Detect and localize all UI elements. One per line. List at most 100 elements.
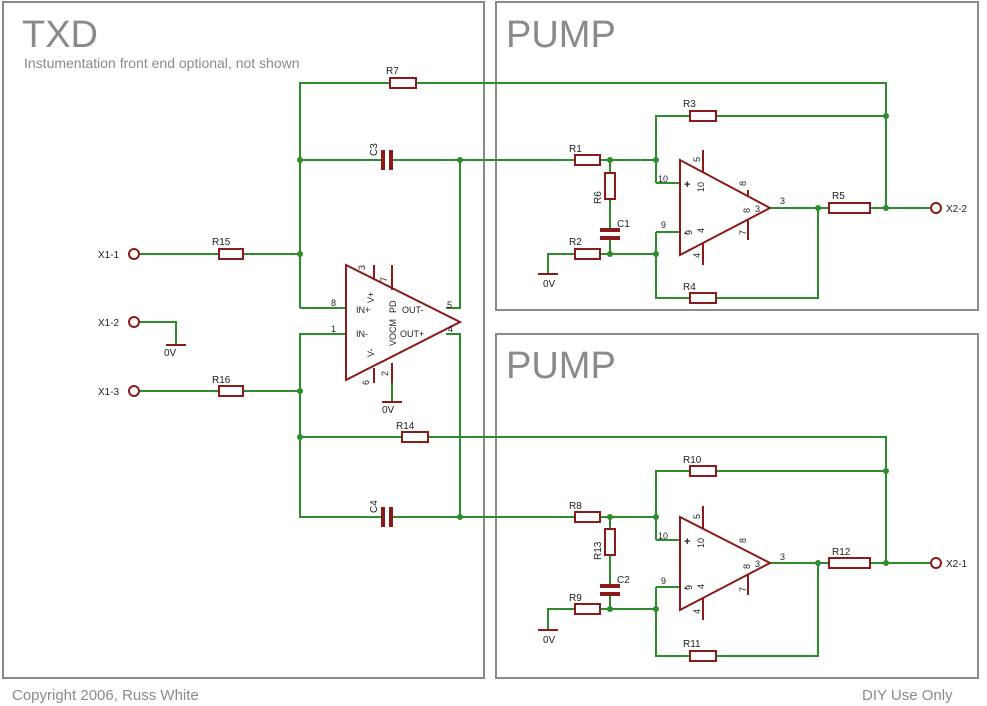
svg-text:10: 10 — [658, 174, 668, 184]
svg-text:R2: R2 — [569, 237, 582, 248]
svg-text:X1-3: X1-3 — [98, 387, 120, 398]
connector-x1-2: X1-2 — [98, 316, 140, 329]
svg-text:R10: R10 — [683, 455, 702, 466]
svg-text:OUT-: OUT- — [402, 305, 424, 315]
svg-text:X2-2: X2-2 — [946, 204, 968, 215]
svg-text:C1: C1 — [617, 219, 630, 230]
svg-text:R13: R13 — [593, 541, 604, 560]
svg-text:R12: R12 — [832, 547, 851, 558]
svg-text:X2-1: X2-1 — [946, 559, 968, 570]
svg-text:4: 4 — [692, 253, 702, 258]
svg-text:C2: C2 — [617, 575, 630, 586]
svg-text:R6: R6 — [593, 191, 604, 204]
svg-text:IN-: IN- — [356, 329, 368, 339]
svg-text:V-: V- — [366, 348, 376, 357]
svg-text:R5: R5 — [832, 191, 845, 202]
svg-text:4: 4 — [696, 228, 706, 233]
resistor-r11: R11 — [683, 639, 717, 662]
svg-text:R7: R7 — [386, 66, 399, 77]
svg-text:VOCM: VOCM — [388, 319, 398, 346]
pump2-opamp: + - 10 9 3 8 7 4 5 10 9 4 8 3 — [658, 506, 785, 620]
svg-text:IN+: IN+ — [356, 305, 370, 315]
pump1-title: PUMP — [506, 14, 616, 56]
svg-text:8: 8 — [331, 298, 336, 308]
txd-diff-amplifier: 8 1 5 4 3 7 6 2 IN+ IN- OUT- OUT+ V+ V- … — [331, 263, 463, 385]
svg-text:R4: R4 — [683, 282, 696, 293]
usage-text: DIY Use Only — [862, 687, 953, 704]
resistor-r14: R14 — [396, 421, 429, 443]
svg-text:5: 5 — [692, 514, 702, 519]
capacitor-c4: C4 — [369, 500, 393, 527]
ground-pump1: 0V — [538, 273, 558, 290]
svg-text:PD: PD — [388, 300, 398, 313]
svg-text:OUT+: OUT+ — [400, 329, 424, 339]
wires — [140, 82, 930, 657]
svg-text:10: 10 — [696, 182, 706, 192]
svg-text:9: 9 — [661, 220, 666, 230]
ground-x1-2: 0V — [164, 344, 186, 359]
connector-x2-2: X2-2 — [930, 202, 968, 215]
svg-text:10: 10 — [658, 531, 668, 541]
svg-text:R1: R1 — [569, 144, 582, 155]
resistor-r9: R9 — [569, 593, 601, 615]
txd-note: Instumentation front end optional, not s… — [24, 55, 300, 71]
svg-text:-: - — [684, 582, 688, 594]
svg-text:0V: 0V — [382, 405, 395, 416]
resistor-r2: R2 — [569, 237, 601, 260]
svg-text:R3: R3 — [683, 99, 696, 110]
capacitor-c1: C1 — [600, 219, 630, 240]
svg-text:-: - — [684, 227, 688, 239]
svg-text:C3: C3 — [369, 143, 380, 156]
svg-text:3: 3 — [755, 559, 760, 569]
resistor-r13: R13 — [593, 528, 616, 560]
resistor-r7: R7 — [386, 66, 417, 89]
connector-x1-3: X1-3 — [98, 385, 140, 398]
resistor-r1: R1 — [569, 144, 601, 166]
svg-text:1: 1 — [331, 324, 336, 334]
svg-text:8: 8 — [742, 564, 752, 569]
svg-text:5: 5 — [447, 300, 452, 310]
svg-text:10: 10 — [696, 538, 706, 548]
copyright-text: Copyright 2006, Russ White — [12, 687, 199, 704]
connector-x1-1: X1-1 — [98, 248, 140, 261]
svg-text:4: 4 — [696, 584, 706, 589]
pump2-title: PUMP — [506, 345, 616, 387]
svg-text:+: + — [684, 179, 690, 191]
svg-text:R11: R11 — [683, 639, 701, 650]
svg-text:9: 9 — [684, 585, 694, 590]
svg-text:0V: 0V — [164, 348, 177, 359]
pump2-box — [495, 333, 979, 679]
svg-text:R14: R14 — [396, 421, 415, 432]
ground-pump2: 0V — [538, 629, 558, 646]
pump1-opamp: + - 10 9 3 8 7 4 5 10 9 4 8 3 — [658, 150, 785, 265]
resistor-r8: R8 — [569, 501, 601, 523]
svg-text:3: 3 — [755, 204, 760, 214]
svg-text:R15: R15 — [212, 237, 231, 248]
svg-text:X1-1: X1-1 — [98, 250, 120, 261]
svg-text:R8: R8 — [569, 501, 582, 512]
svg-text:4: 4 — [448, 324, 453, 334]
connector-x2-1: X2-1 — [930, 557, 968, 570]
txd-box — [2, 1, 485, 679]
svg-text:7: 7 — [379, 277, 389, 282]
resistor-r15: R15 — [212, 237, 244, 260]
resistor-r6: R6 — [593, 172, 616, 204]
resistor-r16: R16 — [212, 375, 244, 397]
svg-text:8: 8 — [742, 208, 752, 213]
svg-text:9: 9 — [684, 230, 694, 235]
svg-text:3: 3 — [357, 265, 367, 270]
svg-text:0V: 0V — [543, 635, 556, 646]
svg-text:9: 9 — [661, 576, 666, 586]
svg-text:7: 7 — [738, 587, 748, 592]
junction-dots — [297, 113, 889, 612]
svg-text:5: 5 — [692, 157, 702, 162]
pump1-box — [495, 1, 979, 311]
resistor-r4: R4 — [683, 282, 717, 304]
svg-text:0V: 0V — [543, 279, 556, 290]
svg-text:3: 3 — [780, 196, 785, 206]
svg-text:4: 4 — [692, 609, 702, 614]
svg-text:C4: C4 — [369, 500, 380, 513]
svg-text:8: 8 — [738, 181, 748, 186]
resistor-r12: R12 — [828, 547, 871, 569]
